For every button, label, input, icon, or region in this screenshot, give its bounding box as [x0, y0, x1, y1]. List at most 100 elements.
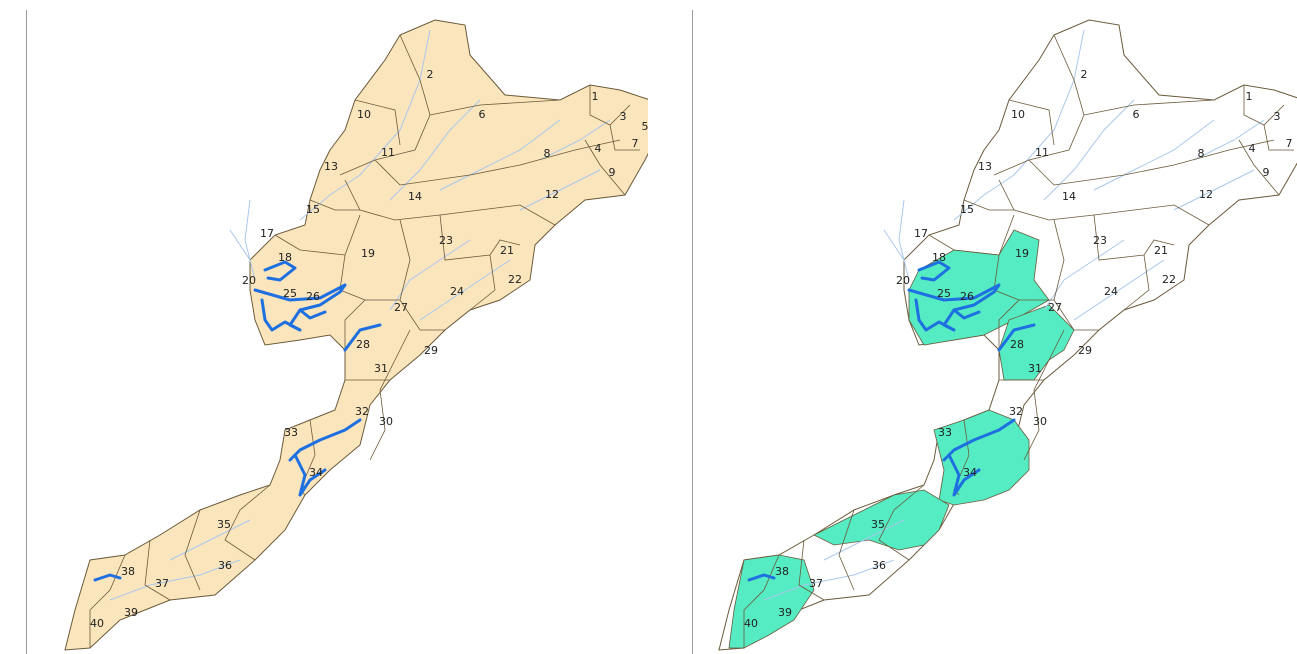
left-stream-line: [439, 119, 561, 191]
right-subbasin-label-8: 8: [1198, 147, 1205, 160]
right-subbasin-label-38: 38: [775, 565, 789, 578]
left-subbasin-boundary: [339, 219, 411, 301]
left-subbasin-label-27: 27: [394, 301, 408, 314]
left-subbasin-boundary: [339, 114, 431, 176]
right-subbasin-boundary: [1263, 124, 1294, 151]
right-subbasin-boundary: [1023, 329, 1065, 461]
left-border-line: [26, 10, 27, 654]
right-subbasin-label-32: 32: [1009, 405, 1023, 418]
right-highlighted-subbasin: [813, 489, 950, 551]
left-subbasin-label-22: 22: [508, 273, 522, 286]
right-subbasin-boundary: [1053, 34, 1085, 116]
left-subbasin-label-40: 40: [90, 617, 104, 630]
right-subbasin-label-40: 40: [744, 617, 758, 630]
left-subbasin-label-23: 23: [439, 234, 453, 247]
left-subbasin-label-20: 20: [242, 274, 256, 287]
left-subbasin-boundary: [224, 484, 271, 561]
right-subbasin-boundary: [928, 214, 1015, 256]
left-subbasin-label-24: 24: [450, 285, 464, 298]
right-subbasin-boundary: [998, 179, 1210, 226]
right-stream-line: [823, 519, 905, 561]
right-stream-line: [953, 29, 1085, 221]
right-subbasin-boundary: [1238, 139, 1280, 196]
right-subbasin-label-23: 23: [1093, 234, 1107, 247]
right-subbasin-label-15: 15: [960, 203, 974, 216]
right-stream-line: [763, 559, 895, 601]
left-subbasin-label-15: 15: [306, 203, 320, 216]
left-subbasin-label-4: 4: [595, 142, 602, 155]
left-stream-line: [169, 519, 251, 561]
left-subbasin-label-30: 30: [379, 415, 393, 428]
left-subbasin-label-12: 12: [545, 188, 559, 201]
right-subbasin-label-9: 9: [1263, 166, 1270, 179]
left-subbasin-boundary: [584, 139, 626, 196]
right-subbasin-boundary: [798, 539, 825, 601]
left-subbasin-boundary: [344, 179, 556, 226]
right-subbasin-label-7: 7: [1286, 137, 1293, 150]
left-subbasin-label-7: 7: [632, 137, 639, 150]
right-subbasin-label-33: 33: [938, 426, 952, 439]
right-subbasin-label-25: 25: [937, 287, 951, 300]
left-stream-line: [539, 119, 611, 161]
right-subbasin-boundary: [1123, 254, 1150, 311]
right-subbasin-label-22: 22: [1162, 273, 1176, 286]
panel-divider: [692, 10, 693, 654]
left-subbasin-label-14: 14: [408, 190, 422, 203]
left-subbasin-boundary: [399, 299, 445, 331]
left-subbasin-label-29: 29: [424, 344, 438, 357]
right-subbasin-boundary: [993, 114, 1085, 176]
left-subbasin-boundary: [589, 85, 631, 126]
left-subbasin-boundary: [344, 299, 366, 350]
right-subbasin-label-39: 39: [778, 606, 792, 619]
left-subbasin-label-34: 34: [309, 466, 323, 479]
right-stream-line: [1073, 259, 1165, 321]
right-reservoir: [947, 453, 981, 497]
right-subbasin-boundary: [993, 219, 1065, 301]
right-subbasin-label-13: 13: [978, 160, 992, 173]
left-reservoir: [293, 453, 327, 497]
right-highlighted-subbasin: [908, 229, 1050, 346]
right-subbasin-boundary: [878, 484, 925, 561]
left-reservoir: [298, 308, 327, 320]
right-subbasin-boundary: [743, 554, 780, 648]
right-subbasin-label-1: 1: [1246, 90, 1253, 103]
right-subbasin-boundary: [1028, 139, 1275, 186]
right-subbasin-label-24: 24: [1104, 285, 1118, 298]
left-subbasin-label-28: 28: [356, 338, 370, 351]
left-subbasin-label-11: 11: [381, 146, 395, 159]
right-subbasin-label-17: 17: [914, 227, 928, 240]
left-subbasin-label-8: 8: [544, 147, 551, 160]
right-reservoir: [917, 260, 951, 282]
left-subbasin-label-33: 33: [284, 426, 298, 439]
left-stream-line: [229, 229, 251, 261]
left-subbasin-boundary: [369, 329, 411, 461]
right-subbasin-label-36: 36: [872, 559, 886, 572]
left-stream-line: [519, 169, 601, 211]
left-subbasin-label-5: 5: [642, 120, 649, 133]
left-subbasin-label-21: 21: [500, 244, 514, 257]
right-subbasin-label-28: 28: [1010, 338, 1024, 351]
left-subbasin-label-26: 26: [306, 290, 320, 303]
right-subbasin-label-35: 35: [871, 518, 885, 531]
right-subbasin-label-29: 29: [1078, 344, 1092, 357]
left-subbasin-label-35: 35: [217, 518, 231, 531]
left-subbasin-boundary: [354, 99, 401, 146]
right-subbasin-label-21: 21: [1154, 244, 1168, 257]
left-subbasin-label-39: 39: [124, 606, 138, 619]
right-subbasin-label-4: 4: [1249, 142, 1256, 155]
right-stream-line: [1093, 119, 1215, 191]
right-subbasin-boundary: [1243, 85, 1285, 126]
left-subbasin-label-3: 3: [620, 110, 627, 123]
left-subbasin-boundary: [399, 34, 431, 116]
right-subbasin-boundary: [998, 299, 1020, 350]
right-subbasin-label-14: 14: [1062, 190, 1076, 203]
right-stream-line: [883, 229, 905, 261]
right-reservoir: [942, 418, 1016, 462]
left-subbasin-label-32: 32: [355, 405, 369, 418]
left-subbasin-label-25: 25: [283, 287, 297, 300]
right-subbasin-label-6: 6: [1133, 108, 1140, 121]
right-subbasin-label-19: 19: [1015, 247, 1029, 260]
